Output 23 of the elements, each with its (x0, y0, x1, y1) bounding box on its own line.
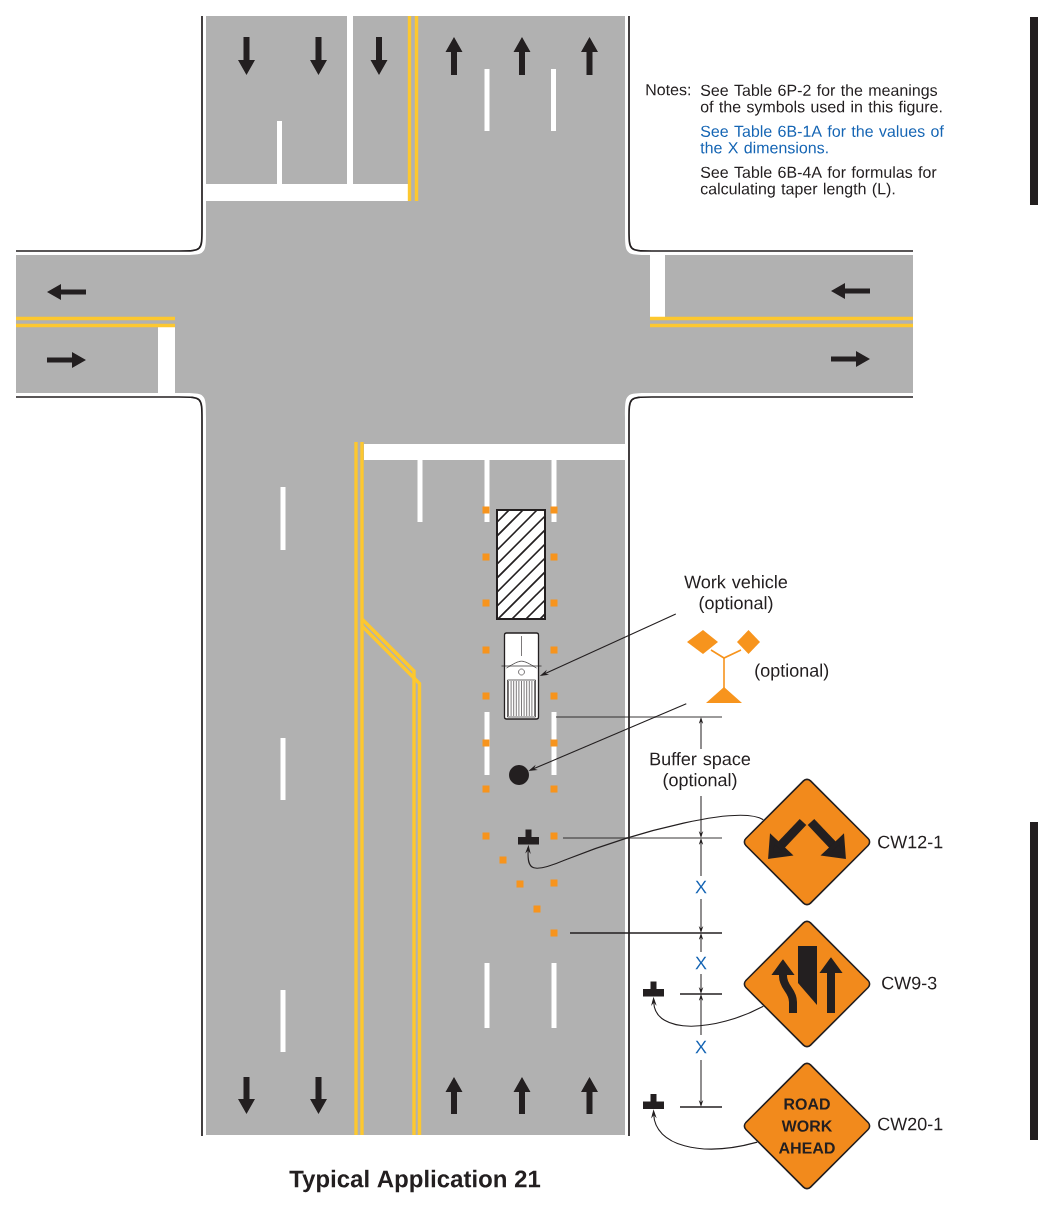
leader-line (525, 815, 764, 869)
sign-code: CW12-1 (878, 835, 943, 849)
figure-title: Typical Application 21 (289, 1169, 541, 1193)
note-text: See Table 6B-1A for the values of the X dimensions. (700, 125, 944, 154)
sign-code: CW9-3 (882, 976, 937, 990)
dimension-label: Buffer space (optional) (650, 752, 751, 790)
note-text: See Table 6B-4A for formulas for calculating taper length (L). (700, 166, 937, 198)
callout-label: Work vehicle (optional) (684, 575, 788, 613)
dimension-label: X (695, 1040, 707, 1054)
dimension-label: X (695, 956, 707, 970)
warning-sign (743, 920, 871, 1048)
callout-label: (optional) (755, 663, 829, 681)
sign-symbol (643, 1094, 664, 1109)
truck-symbol (501, 632, 542, 720)
notes-heading: Notes: (646, 84, 690, 96)
sign-symbol (518, 829, 539, 845)
sign-symbol (643, 981, 664, 997)
warning-sign (743, 778, 871, 906)
dot (509, 765, 529, 785)
warning-sign: ROAD WORK AHEAD (743, 1062, 871, 1190)
sign-code: CW20-1 (878, 1117, 943, 1131)
note-text: See Table 6P-2 for the meanings of the symbols used in this figure. (700, 84, 942, 116)
dimension-label: X (695, 880, 707, 894)
